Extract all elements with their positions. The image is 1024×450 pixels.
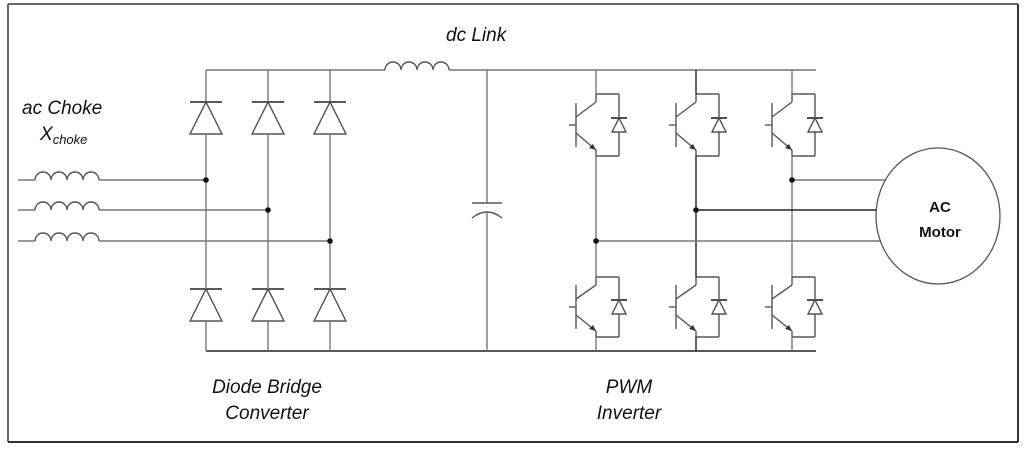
freewheel-diode-icon bbox=[806, 116, 824, 133]
inverter-label-line2: Inverter bbox=[597, 403, 662, 424]
motor-circle-icon bbox=[875, 147, 1001, 285]
diode-icon bbox=[250, 287, 286, 322]
junction-dot bbox=[327, 238, 333, 244]
x-choke-label: Xchoke bbox=[39, 124, 87, 147]
inverter-leg-1 bbox=[569, 70, 628, 351]
ac-choke-label: ac Choke bbox=[22, 98, 102, 119]
freewheel-diode-icon bbox=[806, 298, 824, 315]
freewheel-diode-icon bbox=[710, 298, 728, 315]
junction-dot bbox=[789, 177, 795, 183]
igbt-icon bbox=[765, 276, 824, 338]
converter-label-line1: Diode Bridge bbox=[212, 377, 322, 398]
ac-motor: AC Motor bbox=[875, 147, 1001, 285]
freewheel-diode-icon bbox=[610, 116, 628, 133]
igbt-icon bbox=[569, 93, 628, 157]
motor-label-line2: Motor bbox=[919, 224, 961, 241]
igbt-icon bbox=[669, 93, 728, 157]
diode-icon bbox=[312, 100, 348, 135]
inverter-label-line1: PWM bbox=[606, 377, 653, 398]
inductor-coil-icon bbox=[34, 171, 100, 181]
inductor-coil-icon bbox=[34, 232, 100, 242]
dc-link-label: dc Link bbox=[446, 25, 508, 46]
inverter-leg-2 bbox=[669, 70, 728, 351]
ac-chokes bbox=[18, 171, 330, 242]
inductor-coil-icon bbox=[34, 201, 100, 211]
inverter-leg-3 bbox=[765, 70, 824, 351]
ac-choke-phase-c bbox=[18, 232, 330, 242]
diode-icon bbox=[188, 287, 224, 322]
diode-icon bbox=[312, 287, 348, 322]
freewheel-diode-icon bbox=[710, 116, 728, 133]
igbt-icon bbox=[669, 276, 728, 338]
dc-link-inductor-icon bbox=[384, 61, 450, 71]
bridge-leg-1 bbox=[188, 70, 224, 351]
bridge-leg-3 bbox=[312, 70, 348, 351]
motor-label-line1: AC bbox=[929, 199, 951, 216]
dc-link-capacitor bbox=[471, 70, 503, 351]
diode-bridge bbox=[188, 70, 348, 351]
pwm-inverter bbox=[569, 70, 824, 351]
junction-dot bbox=[265, 207, 271, 213]
diode-icon bbox=[250, 100, 286, 135]
junction-dot bbox=[203, 177, 209, 183]
ac-choke-phase-a bbox=[18, 171, 206, 181]
diode-icon bbox=[188, 100, 224, 135]
freewheel-diode-icon bbox=[610, 298, 628, 315]
converter-label-line2: Converter bbox=[225, 403, 309, 424]
dc-rails bbox=[206, 69, 816, 352]
diagram-frame bbox=[7, 3, 1019, 443]
junction-dot bbox=[693, 207, 699, 213]
motor-feed-wires bbox=[596, 179, 885, 242]
ac-choke-phase-b bbox=[18, 201, 268, 211]
igbt-icon bbox=[765, 93, 824, 157]
igbt-icon bbox=[569, 276, 628, 338]
junction-dot bbox=[593, 238, 599, 244]
junction-dots bbox=[203, 177, 795, 244]
